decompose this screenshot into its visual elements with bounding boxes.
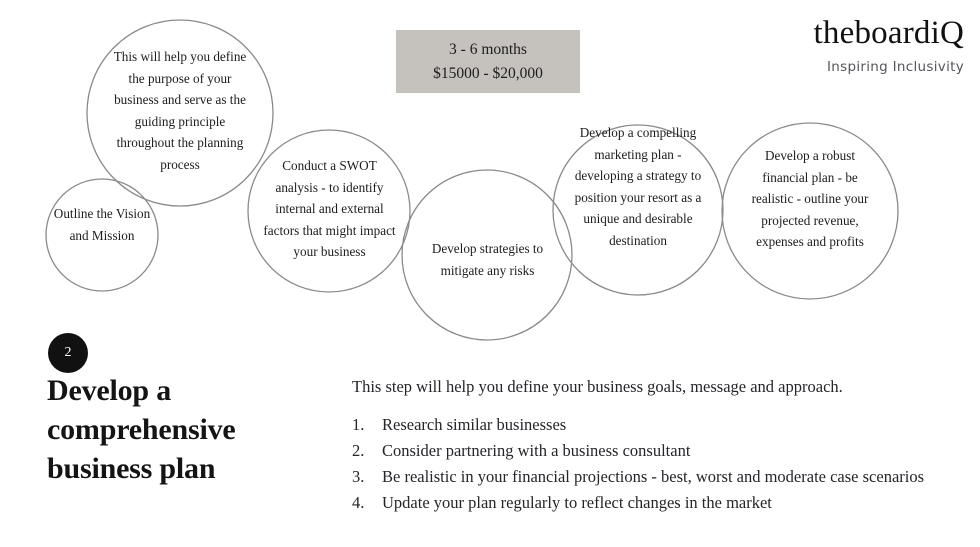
venn-circle-risk-strategies	[401, 169, 573, 341]
brand-name: theboardiQ	[813, 15, 964, 51]
venn-circles-svg	[45, 19, 899, 341]
list-item-text: Research similar businesses	[382, 415, 567, 434]
body-list-item: 2. Consider partnering with a business co…	[352, 438, 942, 464]
body-list-item: 3. Be realistic in your financial project…	[352, 464, 942, 490]
list-item-text: Be realistic in your financial projectio…	[382, 467, 925, 486]
body-intro-text: This step will help you define your busi…	[352, 377, 843, 396]
list-item-number: 3.	[352, 467, 365, 486]
step-title: Develop a comprehensive business plan	[47, 374, 236, 485]
list-item-number: 4.	[352, 493, 365, 512]
venn-circle-purpose	[86, 19, 274, 207]
step-number-badge: 2	[48, 333, 88, 373]
duration-text: 3 - 6 months	[449, 41, 527, 58]
venn-circle-marketing-plan	[552, 124, 724, 296]
venn-circle-swot	[247, 129, 411, 293]
venn-circle-vision-mission	[45, 178, 159, 292]
list-item-number: 2.	[352, 441, 365, 460]
duration-cost-box: 3 - 6 months $15000 - $20,000	[396, 30, 580, 93]
body-list-item: 1. Research similar businesses	[352, 412, 942, 438]
venn-diagram: Outline the Vision and Mission This will…	[45, 19, 899, 341]
body-list-item: 4. Update your plan regularly to reflect …	[352, 490, 942, 516]
list-item-number: 1.	[352, 415, 365, 434]
brand-tagline: Inspiring Inclusivity	[827, 59, 964, 75]
venn-circle-financial-plan	[721, 122, 899, 300]
list-item-text: Update your plan regularly to reflect ch…	[382, 493, 772, 512]
body-list: 1. Research similar businesses 2. Consider …	[352, 412, 942, 516]
list-item-text: Consider partnering with a business cons…	[382, 441, 691, 460]
brand-logo: theboardiQ Inspiring Inclusivity	[664, 14, 964, 76]
cost-text: $15000 - $20,000	[433, 65, 543, 82]
step-number-label: 2	[64, 345, 72, 360]
